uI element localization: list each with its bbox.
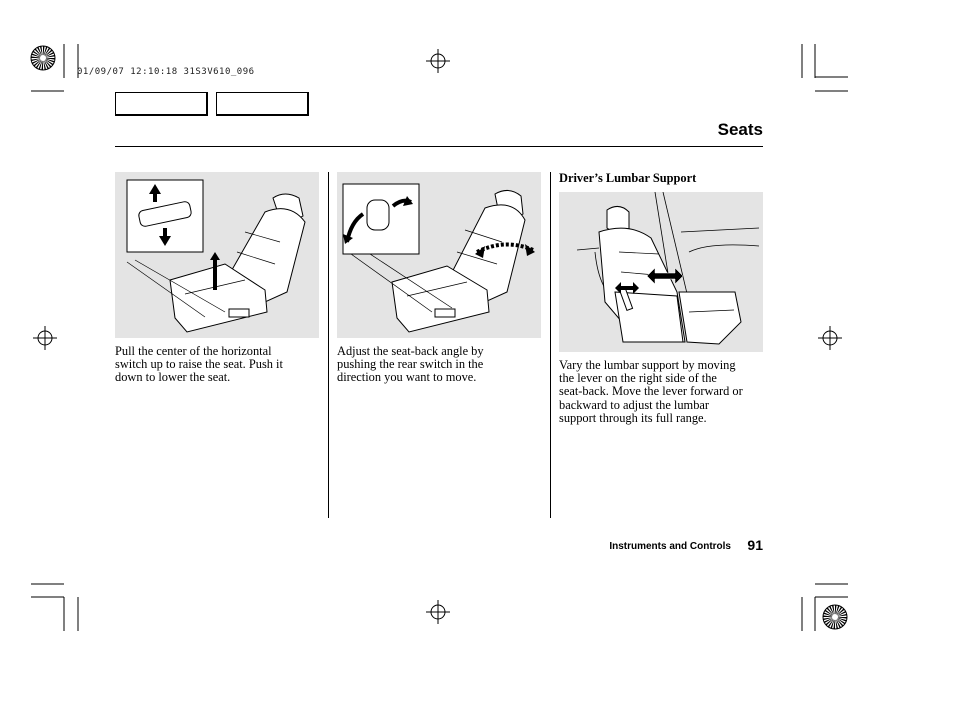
seat-height-illustration — [115, 172, 319, 338]
starburst-mark-icon — [30, 45, 56, 71]
text-line: down to lower the seat. — [115, 370, 231, 385]
text-line: backward to adjust the lumbar — [559, 397, 710, 412]
section-heading: Driver’s Lumbar Support — [559, 171, 697, 185]
lumbar-support-illustration — [559, 192, 763, 352]
text-line: seat-back. Move the lever forward or — [559, 384, 743, 399]
text-line: pushing the rear switch in the — [337, 357, 484, 372]
text-line: switch up to raise the seat. Push it — [115, 357, 283, 372]
page-number: 91 — [747, 537, 763, 553]
registration-mark-icon — [818, 326, 842, 350]
column-divider — [550, 172, 551, 518]
print-stamp: 01/09/07 12:10:18 31S3V610_096 — [77, 67, 255, 77]
footer-section-label: Instruments and Controls — [609, 541, 731, 552]
column-text: Pull the center of the horizontal switch… — [115, 344, 325, 385]
text-line: support through its full range. — [559, 410, 707, 425]
registration-mark-icon — [426, 49, 450, 73]
header-rule — [115, 146, 763, 147]
section-tab-box — [115, 92, 208, 116]
registration-mark-icon — [33, 326, 57, 350]
text-line: Pull the center of the horizontal — [115, 344, 272, 358]
column-divider — [328, 172, 329, 518]
page-title: Seats — [717, 120, 763, 139]
text-line: Adjust the seat-back angle by — [337, 344, 484, 358]
column-text: Adjust the seat-back angle by pushing th… — [337, 344, 547, 385]
text-line: the lever on the right side of the — [559, 371, 717, 386]
registration-mark-icon — [426, 600, 450, 624]
section-tab-box — [216, 92, 309, 116]
column-text: Vary the lumbar support by moving the le… — [559, 358, 769, 425]
text-line: Vary the lumbar support by moving — [559, 358, 736, 372]
seatback-angle-illustration — [337, 172, 541, 338]
text-line: direction you want to move. — [337, 370, 477, 385]
starburst-mark-icon — [822, 604, 848, 630]
